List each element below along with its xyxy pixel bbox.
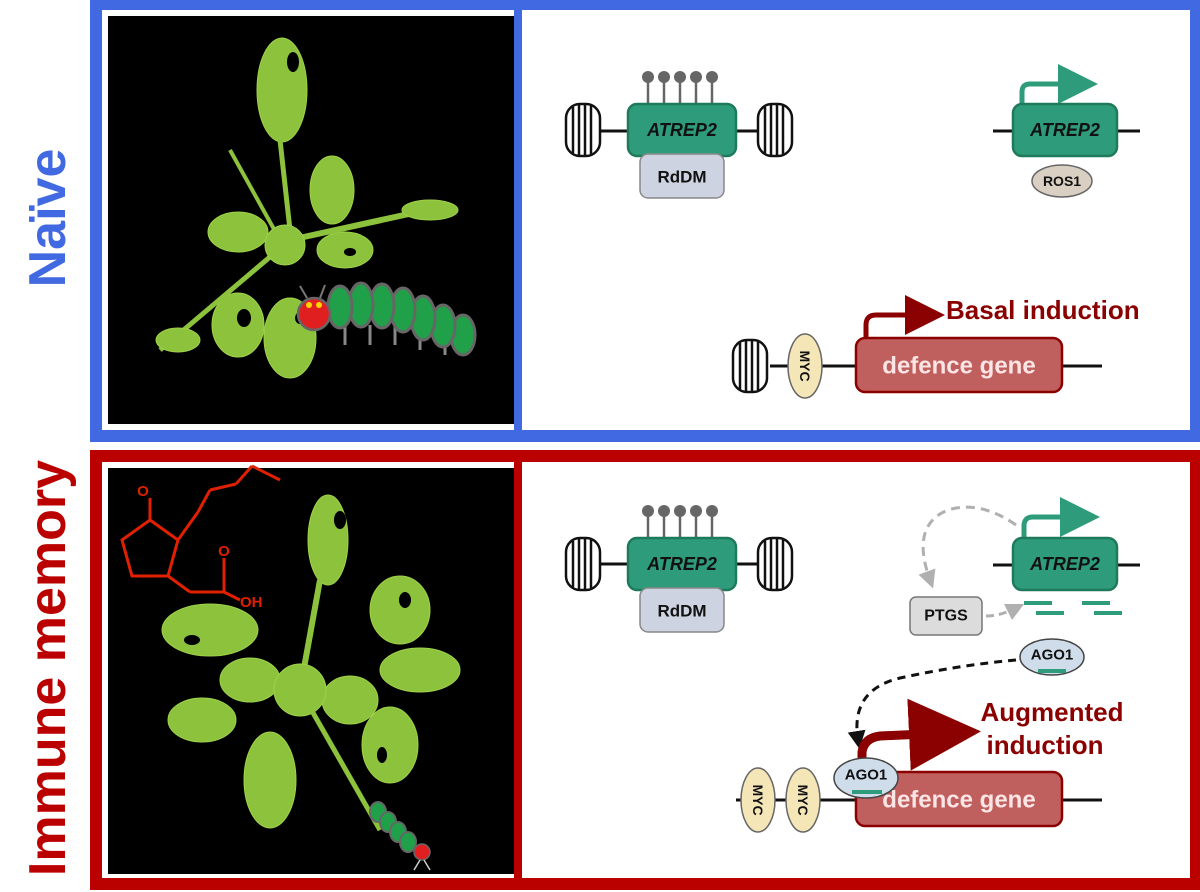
naive-caterpillar (296, 281, 477, 357)
naive-side-label: Naïve (19, 149, 77, 288)
naive-rddm-box (639, 153, 725, 199)
ago1-target-arrow (847, 658, 1017, 749)
naive-methylated-locus: ATREP2 RdDM (564, 69, 794, 199)
jasmonate-oxygen-label: O (137, 483, 149, 500)
naive-plant-photo (108, 10, 522, 430)
memory-caterpillar (369, 801, 431, 871)
ptgs-feedback-arrow (918, 505, 1017, 589)
memory-defence-locus: MYC MYC defence gene Augmented induction… (736, 697, 1124, 833)
memory-myc-oval-2 (785, 767, 821, 833)
memory-induction-label-line2: induction (987, 730, 1104, 760)
memory-active-gene-label: ATREP2 (1029, 554, 1100, 574)
memory-myc-oval-1 (740, 767, 776, 833)
memory-panel: Immune memory (19, 450, 1200, 890)
jasmonate-oxygen-label-2: O (218, 543, 230, 560)
naive-defence-locus: MYC Basal induction defence gene (731, 295, 1140, 399)
memory-active-gene-box (1011, 536, 1119, 592)
ago1-bound-oval (833, 757, 899, 799)
naive-induction-label: Basal induction (946, 295, 1140, 325)
naive-methylated-gene-label: ATREP2 (646, 120, 717, 140)
naive-ros1-oval (1031, 164, 1093, 198)
memory-plant-photo: O O OH (108, 462, 522, 878)
naive-ros1-label: ROS1 (1043, 173, 1081, 189)
memory-induction-label-line1: Augmented (981, 697, 1124, 727)
memory-rddm-label: RdDM (657, 602, 706, 621)
naive-active-gene-label: ATREP2 (1029, 120, 1100, 140)
ago1-bound-label: AGO1 (845, 767, 888, 784)
ptgs-output-arrow (985, 603, 1025, 621)
memory-side-label: Immune memory (19, 460, 77, 876)
naive-active-gene-box (1011, 102, 1119, 158)
naive-panel: Naïve (19, 0, 1200, 442)
memory-myc-label-1: MYC (750, 784, 766, 815)
memory-myc-label-2: MYC (795, 784, 811, 815)
ptgs-box (909, 596, 983, 636)
naive-rddm-label: RdDM (657, 168, 706, 187)
memory-rddm-box (639, 587, 725, 633)
sirna-marks (1024, 601, 1122, 615)
memory-defence-gene-label: defence gene (882, 787, 1035, 814)
naive-myc-label: MYC (797, 350, 813, 381)
naive-defence-gene-label: defence gene (882, 353, 1035, 380)
jasmonate-oh-label: OH (240, 594, 263, 611)
jasmonate-molecule (120, 464, 281, 602)
ptgs-label: PTGS (924, 608, 968, 625)
ago1-label: AGO1 (1031, 647, 1074, 664)
naive-myc-oval (787, 333, 823, 399)
memory-methylated-gene-label: ATREP2 (646, 554, 717, 574)
memory-active-locus: ATREP2 PTGS AGO1 (847, 497, 1140, 749)
naive-active-locus: ATREP2 ROS1 (993, 64, 1140, 198)
memory-defence-gene-box (854, 770, 1064, 828)
memory-methylated-locus: ATREP2 RdDM (564, 503, 794, 633)
ago1-oval (1019, 638, 1085, 676)
naive-defence-gene-box (854, 336, 1064, 394)
